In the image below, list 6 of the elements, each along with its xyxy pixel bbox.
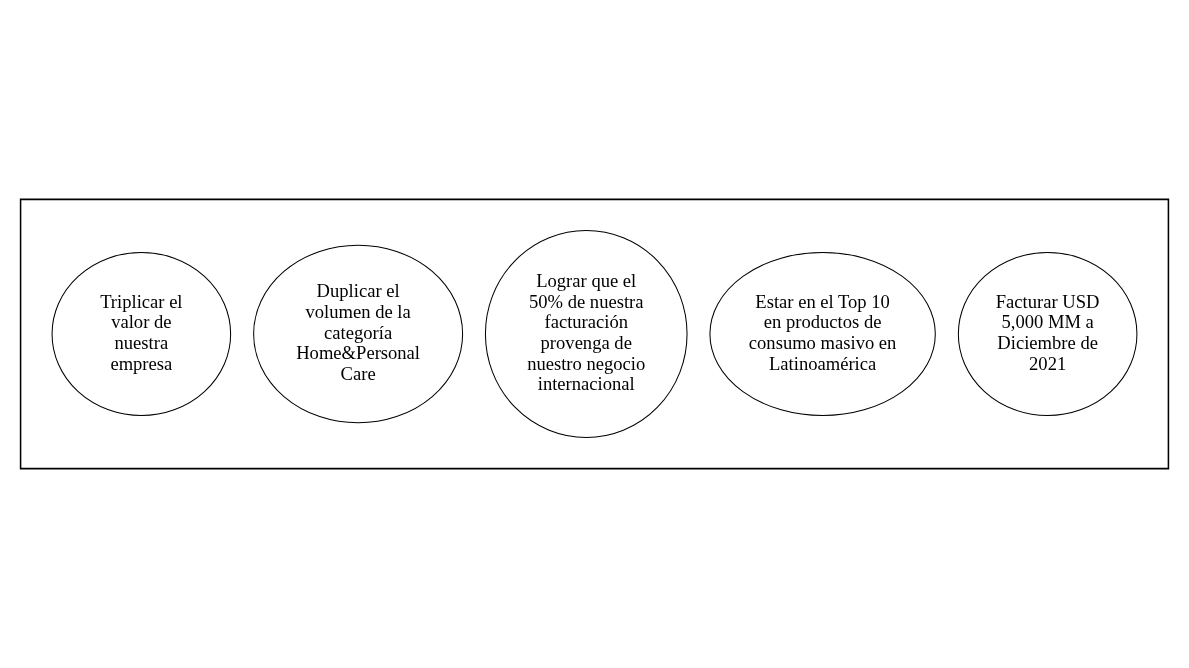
node-ellipse: Duplicar el volumen de la categoría Home&Personal Care xyxy=(253,244,464,424)
node-ellipse: Estar en el Top 10 en productos de consumo masivo en Latinoamérica xyxy=(709,251,936,417)
node-circle: Lograr que el 50% de nuestra facturación provenga de nuestro negocio internacional xyxy=(484,229,688,439)
node-circle: Triplicar el valor de nuestra empresa xyxy=(51,251,232,417)
cluster xyxy=(19,198,1170,470)
node-circle: Facturar USD 5,000 MM a Diciembre de 2021 xyxy=(957,251,1138,417)
